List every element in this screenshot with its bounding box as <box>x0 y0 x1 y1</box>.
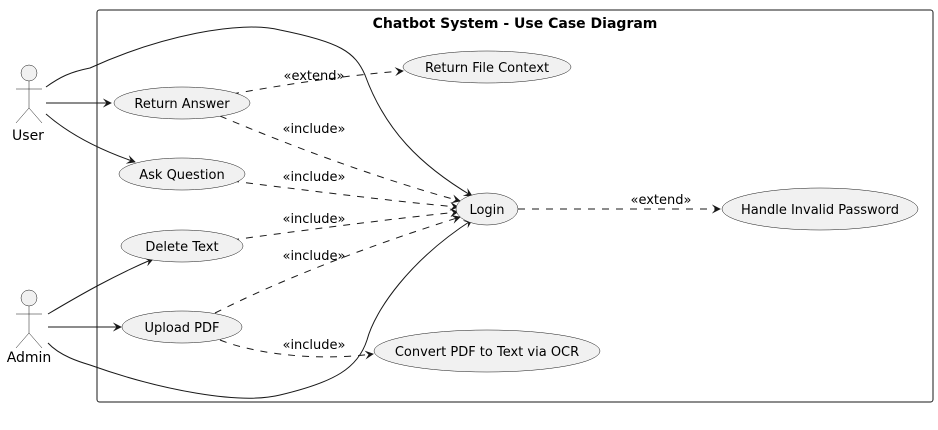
edge-include-ask-question-login <box>231 180 459 211</box>
actor-label: Admin <box>7 350 52 366</box>
actor-leg-right <box>28 107 43 124</box>
system-boundary <box>96 9 934 403</box>
use-case-ellipse <box>118 157 246 191</box>
actor-leg-left <box>15 332 30 349</box>
use-case-ellipse <box>402 50 572 84</box>
use-case-label: Handle Invalid Password <box>741 203 899 218</box>
use-case-ellipse <box>121 310 243 344</box>
use-case-return-answer[interactable]: Return Answer <box>113 86 251 120</box>
edge-include-delete-text-login <box>231 208 459 241</box>
use-case-label: Login <box>469 203 504 218</box>
use-case-upload-pdf[interactable]: Upload PDF <box>121 310 243 344</box>
use-case-label: Delete Text <box>145 240 218 255</box>
use-case-label: Ask Question <box>139 168 224 183</box>
actor-leg-right <box>28 332 43 349</box>
relation-label-include: «include» <box>282 212 345 227</box>
edge-include-return-answer-login <box>219 115 461 204</box>
use-case-ask-question[interactable]: Ask Question <box>118 157 246 191</box>
actor-head <box>20 64 38 82</box>
edge-admin-delete-text <box>47 257 154 315</box>
use-case-login[interactable]: Login <box>455 192 519 226</box>
use-case-ellipse <box>721 187 919 231</box>
diagram-title: Chatbot System - Use Case Diagram <box>373 16 658 32</box>
use-case-label: Return File Context <box>425 61 549 76</box>
actor-user[interactable]: User <box>12 64 44 144</box>
use-case-label: Convert PDF to Text via OCR <box>395 345 579 360</box>
relation-label-include: «include» <box>282 122 345 137</box>
actor-head <box>20 289 38 307</box>
relation-label-extend: «extend» <box>631 193 692 208</box>
use-case-handle-invalid-password[interactable]: Handle Invalid Password <box>721 187 919 231</box>
actor-label: User <box>12 128 44 144</box>
use-case-ellipse <box>113 86 251 120</box>
relation-label-include: «include» <box>282 338 345 353</box>
use-case-label: Return Answer <box>134 97 230 112</box>
relation-label-extend: «extend» <box>284 69 345 84</box>
use-case-ellipse <box>455 192 519 226</box>
edge-admin-login <box>47 219 473 399</box>
use-case-label: Upload PDF <box>144 321 219 336</box>
edge-user-ask-question <box>45 113 136 164</box>
actor-leg-left <box>15 107 30 124</box>
relation-label-include: «include» <box>282 249 345 264</box>
use-case-ellipse <box>120 229 244 263</box>
use-case-ellipse <box>373 329 601 373</box>
relation-label-include: «include» <box>282 170 345 185</box>
use-case-delete-text[interactable]: Delete Text <box>120 229 244 263</box>
edge-user-login <box>45 26 473 197</box>
use-case-convert-pdf-to-text[interactable]: Convert PDF to Text via OCR <box>373 329 601 373</box>
use-case-return-file-context[interactable]: Return File Context <box>402 50 572 84</box>
actor-admin[interactable]: Admin <box>7 289 52 366</box>
edge-include-upload-pdf-login <box>214 215 461 314</box>
